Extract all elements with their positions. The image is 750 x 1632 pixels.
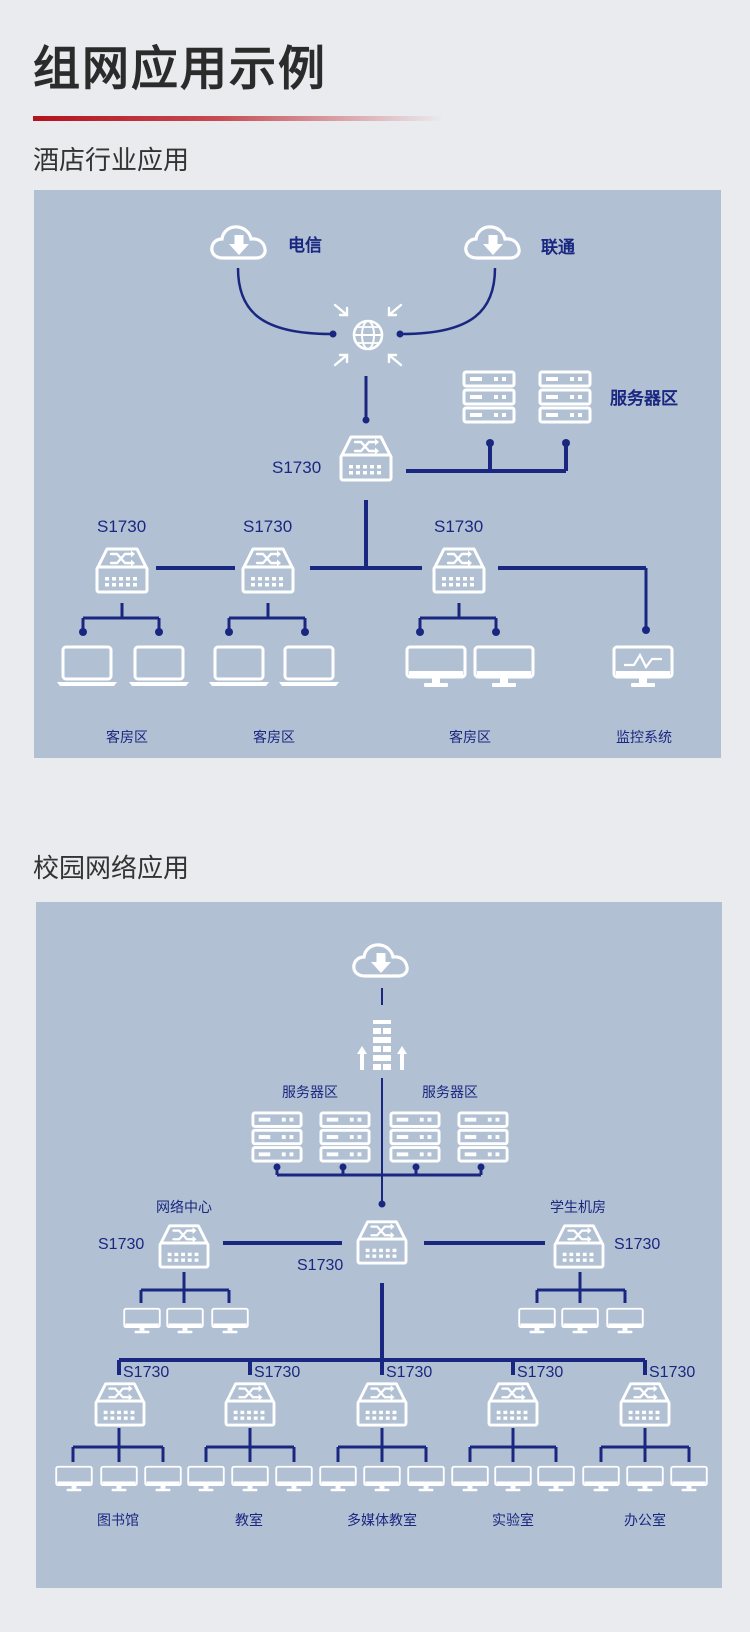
access-switch-label: S1730: [97, 517, 146, 536]
zone-label: 客房区: [253, 729, 295, 745]
server-icon: [462, 370, 516, 424]
server-area-label: 服务器区: [610, 388, 678, 408]
monitor-icon: [494, 1465, 532, 1493]
access-switch-icon: [224, 1382, 276, 1427]
distribution-switch-label: S1730: [614, 1236, 660, 1253]
laptop-icon: [128, 645, 190, 687]
isp-telecom-label: 电信: [288, 235, 322, 255]
zone-label: 客房区: [449, 729, 491, 745]
zone-label: 图书馆: [97, 1512, 139, 1528]
page-title: 组网应用示例: [33, 42, 327, 97]
core-switch-icon: [356, 1220, 408, 1265]
zone-label: 实验室: [492, 1512, 534, 1528]
monitor-icon: [670, 1465, 708, 1493]
access-switch-label: S1730: [649, 1364, 695, 1381]
hotel-link-dots: [79, 330, 650, 636]
cloud-telecom-icon: [210, 225, 267, 260]
cloud-internet-icon: [352, 943, 409, 978]
server-icon: [319, 1111, 371, 1163]
access-switch-label: S1730: [254, 1364, 300, 1381]
access-switch-label: S1730: [123, 1364, 169, 1381]
monitor-icon: [451, 1465, 489, 1493]
monitor-icon: [363, 1465, 401, 1493]
campus-diagram-panel: 服务器区 服务器区 S1730 网络中心 S1730 学生机房 S1730 S1…: [36, 902, 722, 1588]
zone-label: 客房区: [106, 729, 148, 745]
hotel-links: [81, 267, 648, 632]
laptop-icon: [56, 645, 118, 687]
campus-links: [71, 988, 691, 1462]
monitor-icon: [606, 1307, 644, 1335]
monitor-icon: [275, 1465, 313, 1493]
monitor-icon: [187, 1465, 225, 1493]
monitor-icon: [582, 1465, 620, 1493]
access-switch-icon: [619, 1382, 671, 1427]
zone-label: 教室: [235, 1512, 263, 1528]
core-switch-label: S1730: [297, 1257, 343, 1274]
isp-unicom-label: 联通: [541, 238, 575, 257]
server-icon: [389, 1111, 441, 1163]
surveillance-monitor-icon: [612, 645, 674, 689]
cloud-unicom-icon: [464, 225, 521, 260]
monitor-icon: [166, 1307, 204, 1335]
hotel-diagram-panel: 电信 联通 服务器区 S1730 S1730 S1730 S1730 客房区 客…: [34, 190, 721, 758]
campus-section-title: 校园网络应用: [33, 854, 190, 884]
access-switch-icon: [356, 1382, 408, 1427]
server-icon: [251, 1111, 303, 1163]
access-switch-label: S1730: [434, 517, 483, 536]
monitor-icon: [405, 645, 467, 689]
distribution-switch-icon: [553, 1224, 605, 1269]
network-center-label: 网络中心: [156, 1199, 212, 1215]
monitor-icon: [319, 1465, 357, 1493]
distribution-switch-icon: [158, 1224, 210, 1269]
distribution-switch-label: S1730: [98, 1236, 144, 1253]
access-switch-label: S1730: [243, 517, 292, 536]
campus-link-dots: [273, 1163, 485, 1208]
title-underline: [33, 116, 443, 121]
monitor-icon: [473, 645, 535, 689]
campus-diagram: 服务器区 服务器区 S1730 网络中心 S1730 学生机房 S1730 S1…: [55, 943, 708, 1528]
laptop-icon: [278, 645, 340, 687]
access-switch-icon: [487, 1382, 539, 1427]
zone-label: 办公室: [624, 1512, 666, 1528]
server-area-label: 服务器区: [282, 1084, 338, 1100]
monitor-icon: [537, 1465, 575, 1493]
internet-globe-icon: [333, 303, 403, 367]
core-switch-label: S1730: [272, 458, 321, 477]
monitor-icon: [123, 1307, 161, 1335]
laptop-icon: [208, 645, 270, 687]
hotel-section-title: 酒店行业应用: [33, 146, 190, 176]
monitor-icon: [231, 1465, 269, 1493]
zone-label: 监控系统: [616, 729, 672, 745]
monitor-icon: [626, 1465, 664, 1493]
access-switch-icon: [94, 1382, 146, 1427]
monitor-icon: [407, 1465, 445, 1493]
access-switch-icon: [95, 547, 149, 594]
server-icon: [457, 1111, 509, 1163]
core-switch-icon: [339, 435, 393, 482]
access-switch-icon: [432, 547, 486, 594]
access-switch-label: S1730: [386, 1364, 432, 1381]
firewall-icon: [357, 1020, 407, 1070]
monitor-icon: [561, 1307, 599, 1335]
hotel-diagram: 电信 联通 服务器区 S1730 S1730 S1730 S1730 客房区 客…: [56, 225, 678, 745]
monitor-icon: [144, 1465, 182, 1493]
monitor-icon: [518, 1307, 556, 1335]
zone-label: 多媒体教室: [347, 1512, 417, 1528]
access-switch-icon: [241, 547, 295, 594]
monitor-icon: [100, 1465, 138, 1493]
student-lab-label: 学生机房: [550, 1199, 606, 1215]
access-switch-label: S1730: [517, 1364, 563, 1381]
monitor-icon: [211, 1307, 249, 1335]
server-area-label: 服务器区: [422, 1084, 478, 1100]
monitor-icon: [55, 1465, 93, 1493]
server-icon: [538, 370, 592, 424]
